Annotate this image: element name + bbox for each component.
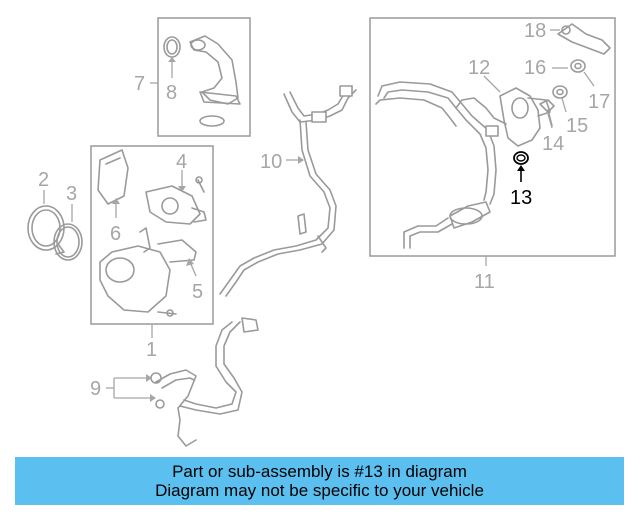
banner-line-1: Part or sub-assembly is #13 in diagram bbox=[172, 462, 467, 481]
callout-2: 2 bbox=[38, 169, 49, 191]
part-7-elbow-pipe bbox=[189, 35, 241, 127]
callout-18: 18 bbox=[524, 20, 546, 42]
callout-4: 4 bbox=[176, 151, 187, 173]
leader-12 bbox=[483, 75, 501, 93]
part-4-thermostat-housing bbox=[145, 176, 207, 225]
part-2-hose-clamp bbox=[27, 205, 65, 255]
callout-17: 17 bbox=[588, 91, 610, 113]
callout-6: 6 bbox=[110, 223, 121, 245]
callout-13: 13 bbox=[510, 187, 532, 209]
part-18-banjo-bolt bbox=[557, 23, 611, 55]
part-13-highlighted bbox=[513, 151, 529, 165]
part-15-washer bbox=[552, 85, 568, 99]
group-box-7 bbox=[157, 17, 251, 137]
leader-13-arrow bbox=[517, 165, 525, 171]
banner-line-2: Diagram may not be specific to your vehi… bbox=[155, 481, 484, 500]
callout-8: 8 bbox=[166, 82, 177, 104]
info-banner: Part or sub-assembly is #13 in diagram D… bbox=[15, 457, 624, 505]
part-8-gasket bbox=[163, 36, 181, 58]
leader-17 bbox=[583, 71, 595, 87]
callout-1: 1 bbox=[146, 339, 157, 361]
part-16-washer bbox=[570, 59, 586, 73]
leader-15 bbox=[561, 97, 567, 113]
part-3-o-ring bbox=[53, 223, 83, 261]
part-1-water-pump bbox=[99, 227, 197, 317]
callout-12: 12 bbox=[468, 57, 490, 79]
callout-3: 3 bbox=[66, 183, 77, 205]
part-12-turbo-valve bbox=[499, 87, 551, 147]
callout-9: 9 bbox=[90, 378, 101, 400]
callout-5: 5 bbox=[192, 281, 203, 303]
callout-11: 11 bbox=[474, 271, 495, 293]
callout-16: 16 bbox=[524, 57, 546, 79]
callout-15: 15 bbox=[566, 115, 588, 137]
callout-10: 10 bbox=[260, 151, 282, 173]
callout-14: 14 bbox=[542, 133, 564, 155]
group-box-11 bbox=[369, 17, 616, 257]
part-6-heat-shield bbox=[97, 149, 129, 205]
callout-7: 7 bbox=[134, 73, 145, 95]
part-10-coolant-hose bbox=[219, 85, 357, 297]
part-9-lower-hose bbox=[150, 317, 259, 447]
part-11-turbo-coolant-pipe bbox=[375, 81, 507, 249]
leader-14 bbox=[547, 113, 553, 129]
